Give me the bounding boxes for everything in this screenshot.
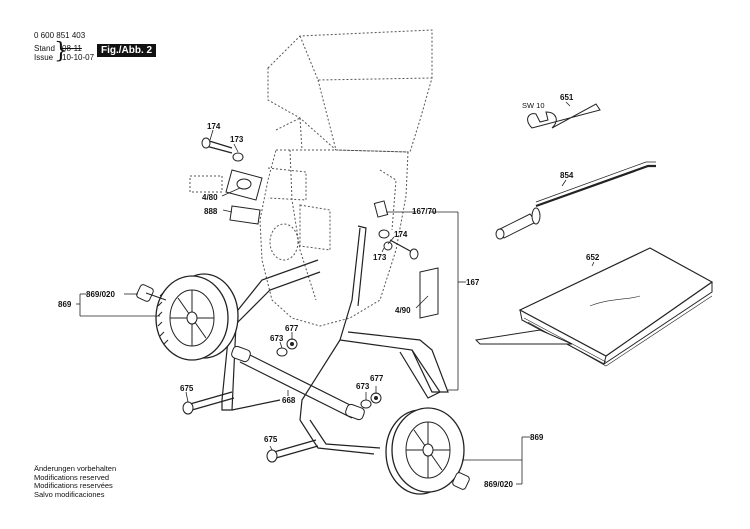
leader-lines (76, 101, 595, 485)
part-16770-label: 167/70 (412, 207, 437, 216)
part-675-lower-label: 675 (264, 435, 278, 444)
stand-date: 08-11 (62, 44, 82, 53)
part-888-label: 888 (204, 207, 218, 216)
part-490-label: 4/90 (395, 306, 411, 315)
footer-line-de: Änderungen vorbehalten (34, 464, 117, 473)
part-167-label: 167 (466, 278, 480, 287)
footer-line-en: Modifications reserved (34, 472, 110, 482)
stand-label: Stand (34, 44, 55, 53)
hub-cap-left (136, 284, 167, 302)
issue-date: 10-10-07 (62, 53, 95, 62)
left-wheel (155, 273, 239, 361)
brace-glyph: } (54, 39, 68, 64)
collection-sack-652 (474, 247, 714, 367)
mounting-plate-480 (189, 169, 263, 201)
bolt-675-upper (182, 391, 235, 415)
axles (231, 345, 365, 421)
footer-line-fr: Modifications reservées (34, 481, 113, 491)
part-173-label: 173 (230, 135, 244, 144)
wrench-size-label: SW 10 (522, 101, 545, 110)
plate-490 (419, 267, 439, 319)
figure-badge: Fig./Abb. 2 (97, 44, 157, 57)
shredder-housing-outline (259, 29, 433, 327)
wrench-651 (527, 103, 601, 129)
part-677-lower-label: 677 (370, 374, 384, 383)
part-174b-label: 174 (394, 230, 408, 239)
label-888 (229, 205, 261, 225)
bolt-16770 (373, 200, 390, 239)
part-869020-right-label: 869/020 (484, 480, 513, 489)
nut-washer-lower (360, 392, 382, 409)
part-869-right-label: 869 (530, 433, 544, 442)
part-480-label: 4/80 (202, 193, 218, 202)
right-wheel (385, 407, 465, 495)
footer-line-es: Salvo modificaciones (34, 489, 105, 499)
part-668-label: 668 (282, 396, 296, 405)
document-number: 0 600 851 403 (34, 31, 86, 40)
footer-disclaimer: Änderungen vorbehalten Modifications res… (34, 464, 117, 499)
part-174-label: 174 (207, 122, 221, 131)
bolt-174-right (383, 239, 419, 260)
hub-cap-right (452, 472, 470, 490)
issue-label: Issue (34, 53, 54, 62)
part-652-label: 652 (586, 253, 600, 262)
part-673-lower-label: 673 (356, 382, 370, 391)
part-677-upper-label: 677 (285, 324, 299, 333)
part-675-upper-label: 675 (180, 384, 194, 393)
part-173b-label: 173 (373, 253, 387, 262)
part-869-left-label: 869 (58, 300, 72, 309)
part-854-label: 854 (560, 171, 574, 180)
part-869020-left-label: 869/020 (86, 290, 115, 299)
handle-854 (495, 161, 656, 240)
nut-washer-upper (276, 338, 298, 357)
part-651-label: 651 (560, 93, 574, 102)
part-673-upper-label: 673 (270, 334, 284, 343)
chassis-frame (221, 225, 449, 455)
bolt-174-upper-left (201, 137, 244, 162)
